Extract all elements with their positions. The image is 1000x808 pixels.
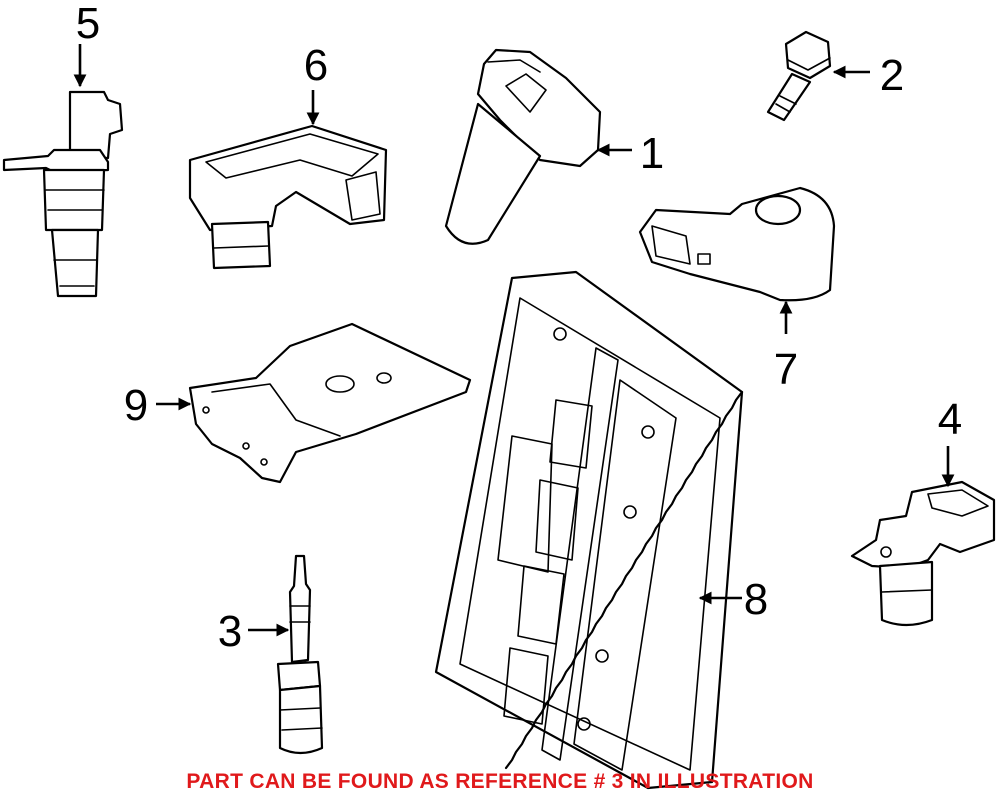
callout-number-9: 9 [124, 381, 148, 430]
callout-number-7: 7 [774, 345, 798, 394]
callout-number-1: 1 [640, 129, 664, 178]
part-6-map-sensor [188, 124, 388, 270]
part-5-position-sensor [2, 90, 124, 298]
callout-arrows [73, 44, 955, 637]
callout-number-4: 4 [938, 395, 962, 444]
callout-number-5: 5 [76, 0, 100, 48]
reference-note: PART CAN BE FOUND AS REFERENCE # 3 IN IL… [186, 770, 814, 793]
part-3-spark-plug [276, 554, 324, 755]
part-7-knock-sensor [638, 186, 836, 302]
part-4-camshaft-sensor [850, 480, 996, 627]
callout-number-6: 6 [304, 41, 328, 90]
callout-number-2: 2 [880, 51, 904, 100]
part-9-bracket [188, 322, 472, 484]
part-1-ignition-coil [444, 48, 602, 245]
callout-number-8: 8 [744, 575, 768, 624]
part-2-bolt [766, 30, 832, 122]
callout-number-3: 3 [218, 607, 242, 656]
part-8-control-module [434, 270, 744, 790]
